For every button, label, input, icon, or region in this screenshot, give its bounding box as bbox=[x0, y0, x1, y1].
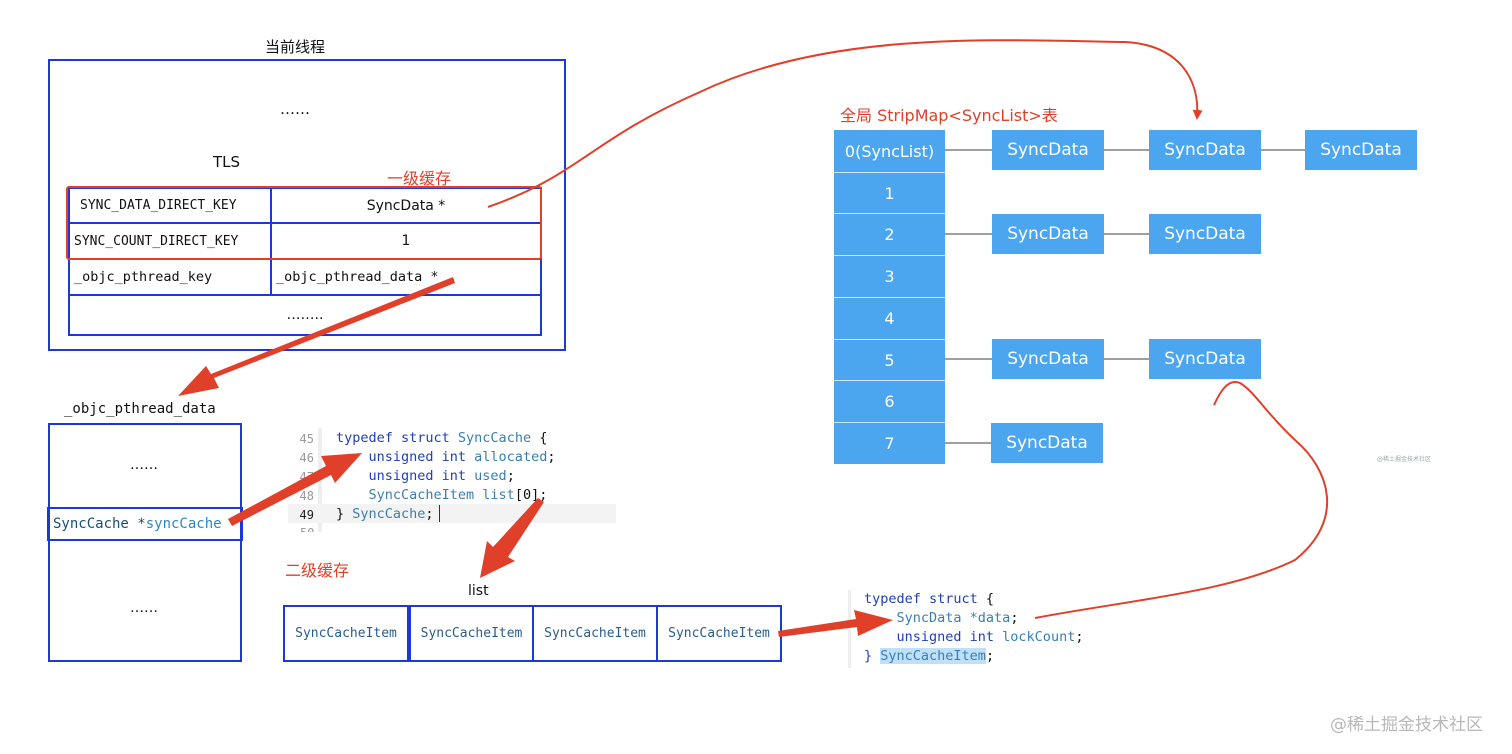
code-line-number: 45 bbox=[299, 431, 314, 446]
syncdata-row2-0: SyncData bbox=[992, 214, 1104, 254]
pthread-data-top-dots: …… bbox=[130, 457, 158, 473]
pthread-data-title: _objc_pthread_data bbox=[64, 401, 216, 417]
pthread-data-synccache-field: SyncCache *syncCache bbox=[47, 507, 243, 541]
code-line-number: 49 bbox=[299, 507, 314, 522]
synccacheitem-code-line: SyncData *data; bbox=[864, 610, 1019, 626]
stripmap-cell-4: 4 bbox=[834, 297, 945, 339]
synccache-item-3: SyncCacheItem bbox=[656, 605, 782, 662]
tls-bottom-row: …….. bbox=[68, 294, 542, 336]
synccache-item-1: SyncCacheItem bbox=[409, 605, 534, 662]
synccacheitem-code-lines: typedef struct { SyncData *data; unsigne… bbox=[864, 590, 1083, 666]
synccache-field-type: SyncCache * bbox=[53, 516, 146, 532]
synccache-code-line: 49 } SyncCache; bbox=[288, 505, 555, 524]
synccacheitem-code-block: typedef struct { SyncData *data; unsigne… bbox=[848, 590, 1108, 668]
stripmap-cell-2: 2 bbox=[834, 213, 945, 255]
code-line-number: 47 bbox=[299, 469, 314, 484]
stripmap-cell-1: 1 bbox=[834, 172, 945, 214]
syncdata-row0-2: SyncData bbox=[1305, 130, 1417, 170]
synccache-code-line: 46 unsigned int allocated; bbox=[288, 448, 556, 467]
thread-top-dots: …… bbox=[280, 100, 310, 118]
synccacheitem-code-line: } SyncCacheItem; bbox=[864, 648, 995, 664]
synccacheitem-code-line: typedef struct { bbox=[864, 591, 995, 607]
pthread-data-box bbox=[48, 423, 242, 662]
syncdata-row2-1: SyncData bbox=[1149, 214, 1261, 254]
synccache-item-2: SyncCacheItem bbox=[532, 605, 658, 662]
stripmap-cell-0: 0(SyncList) bbox=[834, 130, 945, 172]
synccache-code-line: 47 unsigned int used; bbox=[288, 467, 555, 486]
curve-item-data-to-syncdata bbox=[1034, 380, 1329, 619]
code-line-text: } SyncCache; bbox=[336, 506, 434, 522]
synccache-code-block: 45 typedef struct SyncCache { 46 unsigned … bbox=[288, 428, 616, 532]
synccache-code-line: 45 typedef struct SyncCache { bbox=[288, 429, 555, 448]
stripmap-cell-5: 5 bbox=[834, 339, 945, 381]
level1-cache-label: 一级缓存 bbox=[387, 169, 452, 188]
item-code-gutter-bar bbox=[848, 590, 851, 668]
stripmap-cell-7: 7 bbox=[834, 422, 945, 464]
code-line-number: 48 bbox=[299, 488, 314, 503]
code-line-50-partial: 50 bbox=[300, 526, 314, 532]
tls-label: TLS bbox=[213, 153, 241, 171]
code-line-text: unsigned int used; bbox=[336, 468, 515, 484]
synccache-item-0: SyncCacheItem bbox=[283, 605, 409, 662]
syncdata-row0-1: SyncData bbox=[1149, 130, 1261, 170]
watermark: @稀土掘金技术社区 bbox=[1330, 715, 1483, 735]
synccache-field-name: syncCache bbox=[145, 516, 222, 532]
stripmap-cell-6: 6 bbox=[834, 380, 945, 422]
syncdata-row5-1: SyncData bbox=[1149, 339, 1261, 379]
stripmap-cell-3: 3 bbox=[834, 255, 945, 297]
code-line-text: unsigned int allocated; bbox=[336, 449, 556, 465]
level1-cache-highlight bbox=[66, 186, 542, 260]
list-label: list bbox=[468, 583, 489, 599]
syncdata-row7-0: SyncData bbox=[991, 423, 1103, 463]
code-line-text: SyncCacheItem list[0]; bbox=[336, 487, 548, 503]
thread-title: 当前线程 bbox=[265, 38, 326, 56]
stripmap-title: 全局 StripMap<SyncList>表 bbox=[840, 106, 1058, 125]
tls-key-pthread: _objc_pthread_key bbox=[68, 258, 272, 296]
syncdata-row5-0: SyncData bbox=[992, 339, 1104, 379]
stripmap-faint-note: @稀土掘金技术社区 bbox=[1377, 456, 1432, 463]
syncdata-row0-0: SyncData bbox=[992, 130, 1104, 170]
synccache-code-line: 48 SyncCacheItem list[0]; bbox=[288, 486, 555, 505]
tls-value-pthread: _objc_pthread_data * bbox=[270, 258, 542, 296]
synccacheitem-code-line: unsigned int lockCount; bbox=[864, 629, 1084, 645]
code-line-number: 46 bbox=[299, 450, 314, 465]
synccache-code-lines: 45 typedef struct SyncCache { 46 unsigned … bbox=[288, 429, 556, 524]
pthread-data-bottom-dots: …… bbox=[130, 600, 158, 616]
chain-connectors bbox=[945, 149, 1305, 444]
level2-cache-label: 二级缓存 bbox=[285, 561, 350, 580]
code-cursor bbox=[439, 505, 440, 522]
code-line-text: typedef struct SyncCache { bbox=[336, 430, 548, 446]
